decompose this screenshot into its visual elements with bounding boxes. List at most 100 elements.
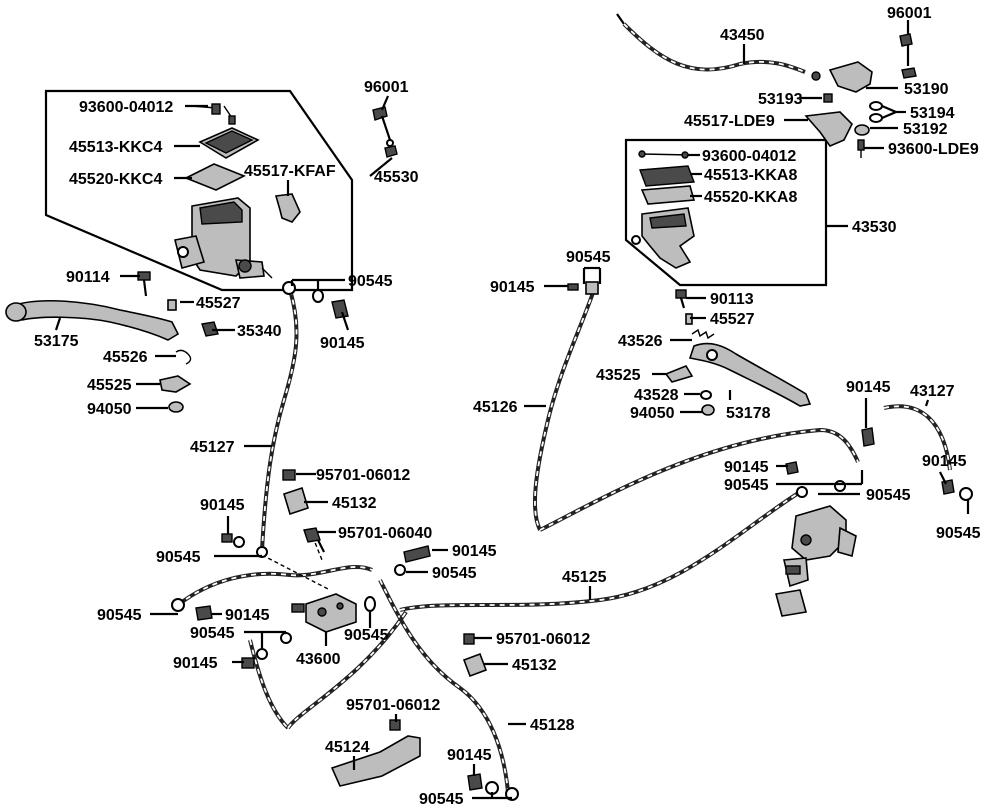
label-93600-04012: 93600-04012: [702, 148, 796, 165]
hose-43127: [883, 404, 952, 471]
clamp-45132-upper: [283, 486, 309, 516]
label-90545: 90545: [156, 549, 201, 566]
label-95701-06012: 95701-06012: [346, 697, 440, 714]
label-90145: 90145: [200, 497, 245, 514]
bracket-43525: [664, 365, 694, 383]
label-45128: 45128: [530, 717, 575, 734]
label-90145: 90145: [846, 379, 891, 396]
label-45124: 45124: [325, 739, 370, 756]
label-43450: 43450: [720, 27, 765, 44]
label-93600-04012: 93600-04012: [79, 99, 173, 116]
label-45126: 45126: [473, 399, 518, 416]
label-43530: 43530: [852, 219, 897, 236]
label-90545: 90545: [566, 249, 611, 266]
hose-45127-left: [260, 289, 299, 551]
label-45520-kkc4: 45520-KKC4: [69, 171, 162, 188]
master-cylinder-body-left: [174, 197, 273, 279]
label-95701-06012: 95701-06012: [316, 467, 410, 484]
diaphragm-plate-45513-kkc4: [198, 127, 260, 159]
bracket-45525-left: [159, 375, 192, 393]
bracket-45124: [330, 735, 421, 787]
hose-45126: [532, 289, 596, 531]
label-45517-kfaf: 45517-KFAF: [244, 163, 336, 180]
label-90545: 90545: [432, 565, 477, 582]
label-96001: 96001: [887, 5, 932, 22]
label-90114: 90114: [66, 269, 110, 286]
label-45132: 45132: [332, 495, 377, 512]
hose-45125: [399, 490, 802, 612]
label-90145: 90145: [452, 543, 497, 560]
label-90145: 90145: [320, 335, 365, 352]
cap-45517-kfaf: [274, 193, 301, 223]
label-43526: 43526: [618, 333, 663, 350]
label-90145: 90145: [225, 607, 270, 624]
pin-45527-left: [167, 299, 177, 311]
label-53175: 53175: [34, 333, 79, 350]
label-43528: 43528: [634, 387, 679, 404]
label-45527: 45527: [710, 311, 755, 328]
label-90145: 90145: [922, 453, 967, 470]
leader-lines: [54, 20, 970, 800]
label-43525: 43525: [596, 367, 641, 384]
bolt-95701-06012-upper: [282, 469, 296, 481]
label-45127: 45127: [190, 439, 235, 456]
master-cylinder-body-right: [631, 207, 695, 269]
label-53193: 53193: [758, 91, 803, 108]
switch-35340: [201, 321, 219, 337]
nut-53192: [854, 124, 870, 136]
hose-distributor-bottom: [286, 610, 408, 730]
diaphragm-45520-kkc4: [184, 163, 246, 191]
label-53194: 53194: [910, 105, 955, 122]
label-90545: 90545: [724, 477, 769, 494]
label-93600-lde9: 93600-LDE9: [888, 141, 979, 158]
bracket-53190: [828, 61, 873, 93]
label-53192: 53192: [903, 121, 948, 138]
label-45527: 45527: [196, 295, 241, 312]
label-45530: 45530: [374, 169, 419, 186]
bolt-96001-left: [372, 106, 398, 158]
label-90113: 90113: [710, 291, 754, 308]
label-90545: 90545: [190, 625, 235, 642]
distributor-43600: [291, 593, 357, 633]
label-45132: 45132: [512, 657, 557, 674]
label-90145: 90145: [490, 279, 535, 296]
label-45513-kka8: 45513-KKA8: [704, 167, 797, 184]
label-43127: 43127: [910, 383, 955, 400]
part-labels: 93600-04012 45513-KKC4 45520-KKC4 45517-…: [34, 5, 981, 808]
label-45125: 45125: [562, 569, 607, 586]
label-45525: 45525: [87, 377, 132, 394]
master-cylinder-kit-frame-left: [44, 89, 354, 292]
label-90545: 90545: [344, 627, 389, 644]
lever-53175: [5, 299, 180, 341]
diaphragm-plate-45513-kka8: [639, 165, 695, 187]
label-45513-kkc4: 45513-KKC4: [69, 139, 162, 156]
label-90145: 90145: [173, 655, 218, 672]
label-53190: 53190: [904, 81, 949, 98]
bolt-96001-right: [899, 33, 917, 79]
label-94050: 94050: [87, 401, 132, 418]
label-94050: 94050: [630, 405, 675, 422]
screw-53193: [823, 93, 833, 103]
label-45526: 45526: [103, 349, 148, 366]
label-35340: 35340: [237, 323, 282, 340]
washer-53194: [869, 101, 883, 123]
master-cylinder-kit-frame-right: [624, 138, 828, 287]
spacer-43528: [700, 390, 712, 400]
label-90145: 90145: [724, 459, 769, 476]
rear-master-cylinder: [774, 505, 857, 617]
banjo-fittings: [171, 281, 973, 801]
spring-45526: [175, 349, 192, 365]
label-45520-kka8: 45520-KKA8: [704, 189, 797, 206]
label-95701-06040: 95701-06040: [338, 525, 432, 542]
nut-94050-right: [701, 404, 715, 416]
bolt-90113: [675, 289, 687, 309]
hose-distributor-down: [248, 639, 290, 730]
screw-93600-lde9: [857, 139, 865, 158]
label-90145: 90145: [447, 747, 492, 764]
label-45517-lde9: 45517-LDE9: [684, 113, 775, 130]
label-90545: 90545: [348, 273, 393, 290]
spring-43526: [691, 328, 715, 340]
label-53178: 53178: [726, 405, 771, 422]
cable-43450: [616, 13, 821, 81]
